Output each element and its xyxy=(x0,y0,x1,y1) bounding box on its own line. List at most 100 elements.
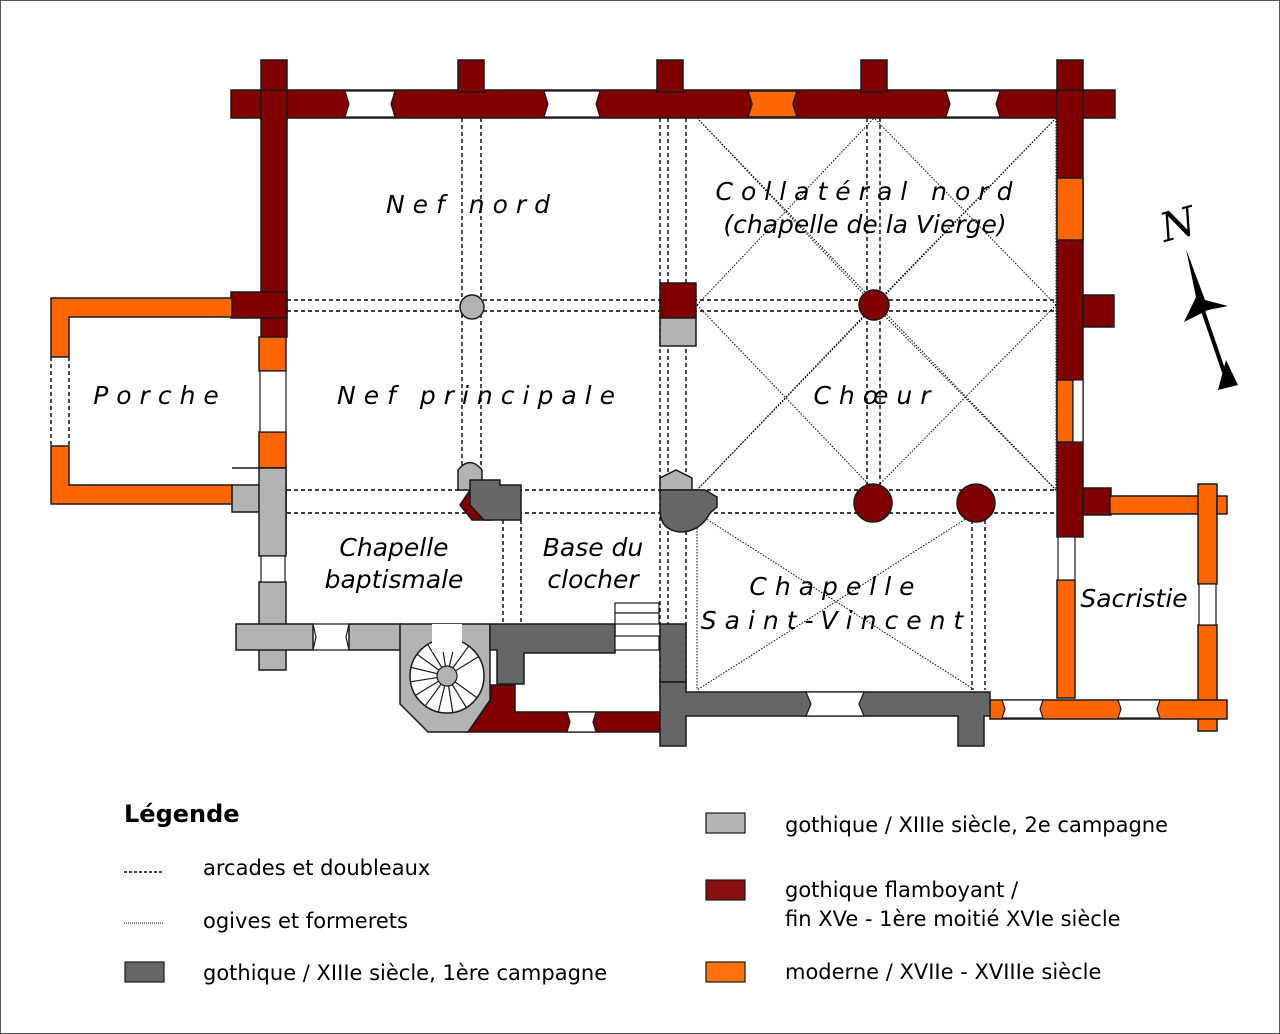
compass: N xyxy=(1154,198,1238,390)
stair-step xyxy=(437,685,446,713)
label-chapelle-vierge: (chapelle de la Vierge) xyxy=(723,210,1006,239)
blocked-window xyxy=(1056,177,1084,241)
window xyxy=(1072,379,1084,443)
compass-north-label: N xyxy=(1154,198,1203,252)
pier xyxy=(659,489,718,533)
column xyxy=(858,289,890,321)
buttress xyxy=(230,291,288,319)
legend-label-gothique-1: gothique / XIIIe siècle, 1ère campagne xyxy=(203,961,607,985)
stair-step xyxy=(427,644,443,668)
stair-step xyxy=(410,676,438,683)
wall-segment xyxy=(348,623,402,651)
label-chapelle-sv-2: Saint-Vincent xyxy=(701,606,971,635)
legend-swatch-gothique-2 xyxy=(705,812,746,834)
legend-label-moderne: moderne / XVIIe - XVIIIe siècle xyxy=(785,960,1101,984)
stair-step xyxy=(416,653,440,671)
window xyxy=(1198,583,1217,626)
label-choeur: Chœur xyxy=(813,381,938,410)
stair-newel xyxy=(436,665,458,687)
ogive-line xyxy=(696,117,875,306)
label-sacristie: Sacristie xyxy=(1080,584,1187,613)
label-chapelle-sv-1: Chapelle xyxy=(749,572,922,601)
windows xyxy=(344,90,1001,118)
stair-step xyxy=(451,684,467,708)
walls-moderne xyxy=(50,177,1228,732)
south-wall-segment xyxy=(466,684,661,733)
buttress xyxy=(1082,487,1112,516)
window xyxy=(566,711,597,733)
south-windows xyxy=(566,602,865,733)
buttress xyxy=(235,623,314,651)
window xyxy=(312,623,350,651)
ogive-line xyxy=(696,512,976,691)
ogive-line xyxy=(696,117,875,306)
pier xyxy=(659,317,697,347)
label-collateral-nord: Collatéral nord xyxy=(716,177,1021,206)
legend: Légende arcades et doubleaux ogives et f… xyxy=(124,800,1168,985)
tower-wall xyxy=(489,623,616,685)
stair-step xyxy=(415,680,439,696)
stair-step xyxy=(424,683,442,707)
buttress xyxy=(1082,294,1115,328)
wall-segment xyxy=(258,467,287,557)
legend-swatch-moderne xyxy=(705,961,746,983)
stair-step xyxy=(447,685,454,713)
buttress xyxy=(1216,495,1228,515)
buttress xyxy=(1056,59,1084,93)
step xyxy=(614,602,660,614)
stair-step xyxy=(455,656,479,672)
east-wall xyxy=(1056,89,1084,538)
column xyxy=(853,483,893,523)
window xyxy=(1117,699,1161,719)
step xyxy=(614,612,660,625)
label-base-clocher-2: clocher xyxy=(547,565,640,594)
buttress xyxy=(457,59,485,93)
stair-entrance xyxy=(432,624,462,652)
label-nef-principale: Nef principale xyxy=(337,381,623,410)
legend-swatch-gothique-1 xyxy=(124,961,165,983)
window xyxy=(344,90,396,118)
ogive-line xyxy=(696,304,875,491)
column xyxy=(956,483,996,523)
sacristy-wall-west xyxy=(1056,579,1076,699)
label-base-clocher-1: Base du xyxy=(543,533,644,562)
wall-segment xyxy=(258,336,287,372)
buttress xyxy=(860,59,888,93)
north-arrow-icon xyxy=(1184,249,1238,390)
legend-label-gothique-2: gothique / XIIIe siècle, 2e campagne xyxy=(785,813,1168,837)
west-windows xyxy=(260,555,350,651)
ogive-line xyxy=(696,512,976,691)
vault-lines xyxy=(50,117,1057,691)
window xyxy=(945,90,1001,118)
stair-step xyxy=(452,645,470,669)
window xyxy=(543,90,601,118)
buttress xyxy=(656,59,684,93)
column xyxy=(459,294,485,320)
pier xyxy=(659,282,697,319)
blocked-window xyxy=(1056,379,1074,443)
legend-label-arcades: arcades et doubleaux xyxy=(203,856,430,880)
label-nef-nord: Nef nord xyxy=(386,190,558,219)
window xyxy=(260,555,286,583)
window xyxy=(1001,699,1044,719)
wall-segment xyxy=(258,431,287,469)
spiral-staircase xyxy=(409,624,485,714)
wall-segment xyxy=(659,623,687,683)
stair-step xyxy=(410,666,438,675)
ogive-line xyxy=(873,117,1057,306)
legend-label-flamboyant-1: gothique flamboyant / xyxy=(785,878,1019,902)
stair-step xyxy=(454,681,478,699)
legend-label-flamboyant-2: fin XVe - 1ère moitié XVIe siècle xyxy=(785,907,1121,931)
label-porche: Porche xyxy=(93,381,227,410)
blocked-window xyxy=(746,90,799,118)
window xyxy=(259,370,287,433)
step xyxy=(614,635,660,651)
windows-sacristy xyxy=(259,370,1217,719)
legend-swatch-flamboyant xyxy=(705,879,746,901)
window xyxy=(805,691,865,717)
legend-label-ogives: ogives et formerets xyxy=(203,909,408,933)
ogive-line xyxy=(873,304,1057,491)
porch-wall-north xyxy=(50,297,233,358)
sacristy-wall-east xyxy=(1197,483,1218,585)
